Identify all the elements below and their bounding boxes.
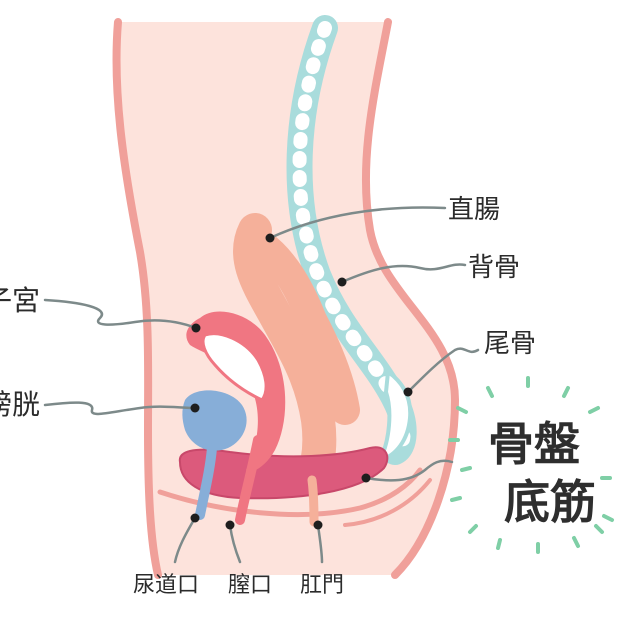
label-uterus: 子宮 [0,284,40,317]
dot-spine [337,277,347,287]
label-anus: 肛門 [300,573,344,598]
title-line-1: 骨盤 [488,417,580,471]
label-bladder: 膀胱 [0,388,40,421]
label-urethral-opening: 尿道口 [133,573,199,598]
rectum-lobes [247,230,360,425]
dot-bladder [190,403,200,413]
leader-uterus [43,298,198,330]
dot-pelvic-floor [361,473,371,483]
urethra [195,443,217,520]
title-sparkle-decoration [448,376,614,554]
pelvic-floor-muscle [178,446,389,500]
dot-urethral-opening [190,513,200,523]
leader-bladder [43,401,197,416]
dot-vaginal-opening [225,520,235,530]
label-rectum: 直腸 [448,195,500,225]
dot-uterus [191,323,201,333]
back-outline [361,18,460,579]
dot-rectum [265,233,275,243]
leader-urethral-opening [173,516,197,564]
title-line-2: 底筋 [504,475,596,529]
label-coccyx: 尾骨 [484,329,536,359]
vaginal-canal [235,435,263,525]
dot-anus [313,520,323,530]
leader-coccyx [406,347,480,394]
leader-pelvic-floor [364,459,454,482]
uterus-lining [201,332,268,402]
label-spine: 背骨 [468,253,520,283]
leader-rectum [268,206,447,240]
buttock-outline [343,478,432,527]
label-vaginal-opening: 膣口 [228,573,272,598]
leader-spine [340,263,467,284]
anal-canal [307,475,319,527]
rectum [233,213,337,497]
dot-coccyx [403,387,413,397]
